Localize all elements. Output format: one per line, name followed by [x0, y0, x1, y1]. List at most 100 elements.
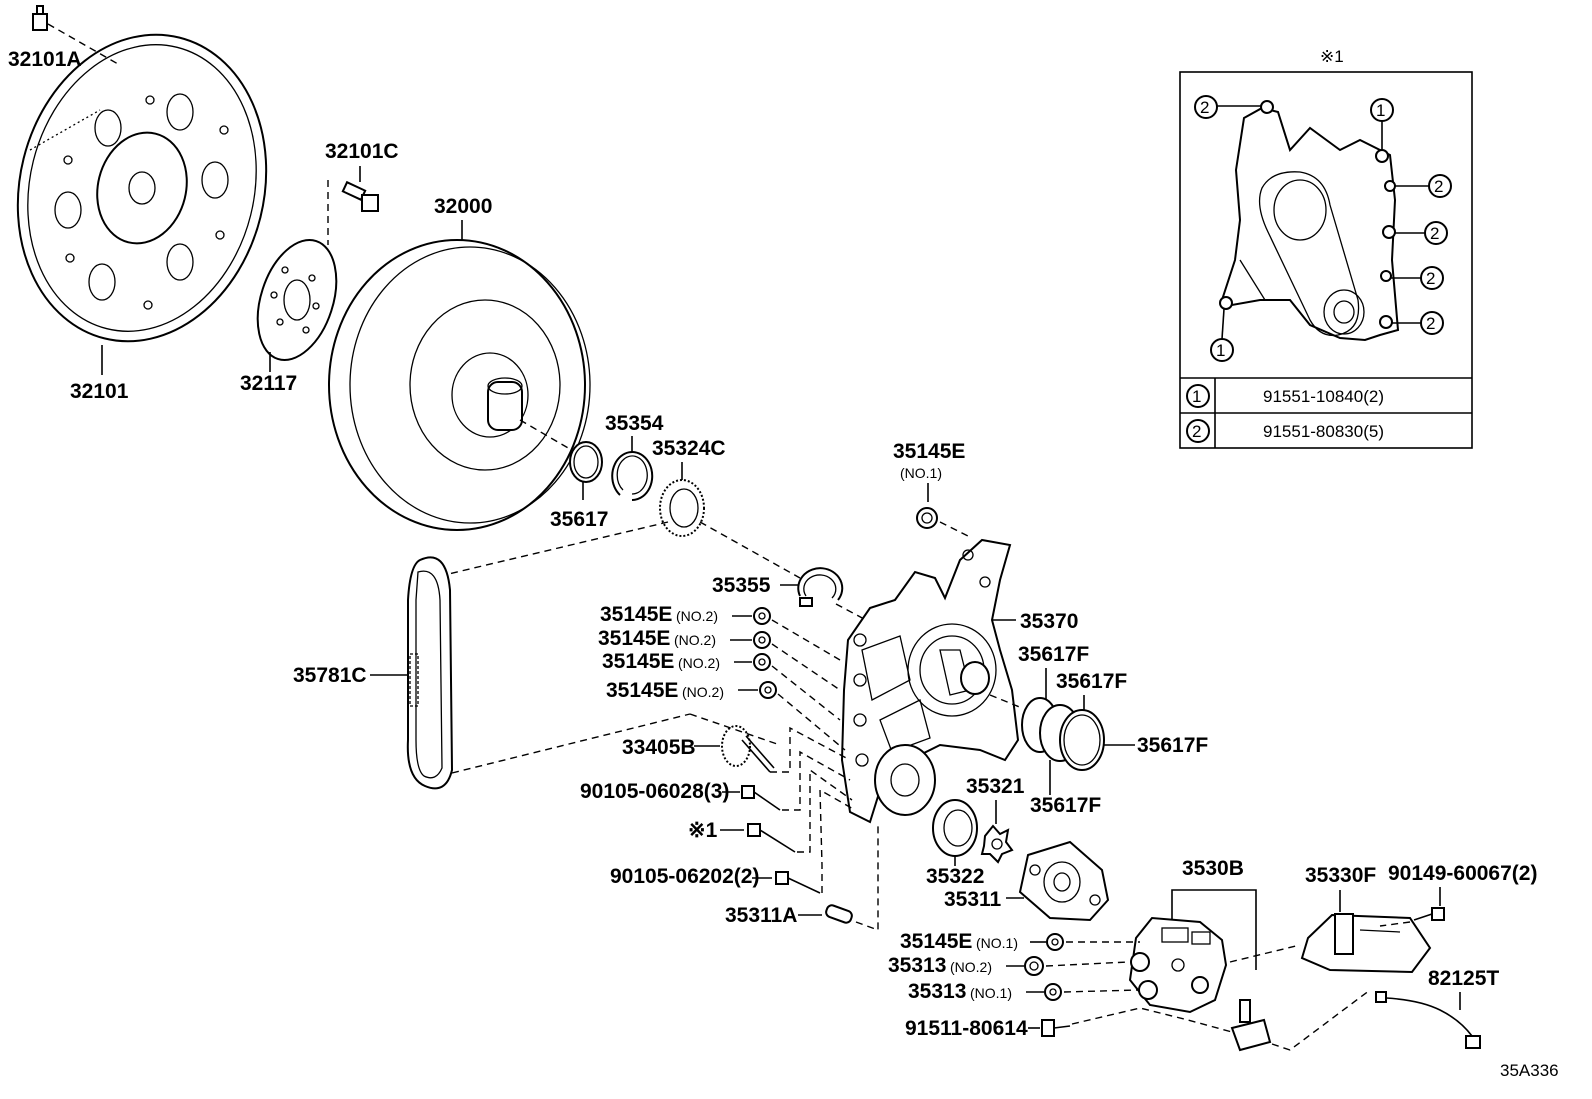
label-35322: 35322 [926, 865, 984, 888]
label-35781C: 35781C [293, 664, 367, 687]
label-35617F-b: 35617F [1056, 670, 1127, 693]
label-35321: 35321 [966, 775, 1025, 798]
svg-text:1: 1 [1376, 101, 1385, 120]
inset-title: ※1 [1320, 47, 1344, 66]
o-rings-35617F[interactable] [1021, 697, 1105, 771]
nut-35145E-d[interactable] [759, 681, 777, 699]
nut-35145E-c[interactable] [753, 653, 771, 671]
label-35370: 35370 [1020, 610, 1078, 633]
inset-row1-part: 91551-10840(2) [1263, 387, 1384, 406]
diagram-code: 35A336 [1500, 1061, 1559, 1080]
o-ring-35617[interactable] [569, 441, 603, 483]
bolt-ref1[interactable] [747, 823, 796, 853]
label-35617F-c: 35617F [1137, 734, 1208, 757]
label-90149-60067: 90149-60067(2) [1388, 862, 1537, 885]
svg-text:2: 2 [1430, 224, 1439, 243]
label-32101A: 32101A [8, 48, 82, 71]
torque-converter-32000[interactable] [328, 239, 591, 531]
inset-callout-2-top: 2 [1194, 95, 1261, 119]
snap-ring-35354[interactable] [611, 451, 654, 502]
label-35145E-low: 35145E [900, 930, 972, 953]
label-35145E-top: 35145E [893, 440, 965, 463]
pump-body-35370[interactable] [840, 538, 1020, 824]
label-32117: 32117 [240, 372, 297, 395]
valve-body-3530B[interactable] [1128, 916, 1228, 1014]
pin-35311A[interactable] [825, 904, 854, 924]
clip-35355[interactable] [797, 567, 844, 607]
label-35330F: 35330F [1305, 864, 1376, 887]
inset-row1-ref: 1 [1192, 387, 1201, 406]
label-35617F-d: 35617F [1030, 794, 1101, 817]
label-35313-a-note: (NO.2) [950, 959, 992, 975]
label-35354: 35354 [605, 412, 664, 435]
label-35145E-c: 35145E [602, 650, 674, 673]
inset-pump-drawing [1219, 100, 1400, 342]
label-32101: 32101 [70, 380, 129, 403]
label-90105-06202: 90105-06202(2) [610, 865, 759, 888]
bolt-90105-06202[interactable] [775, 871, 821, 894]
inset-row2-part: 91551-80830(5) [1263, 422, 1384, 441]
nut-35145E-b[interactable] [753, 631, 771, 649]
nut-35145E-low[interactable] [1046, 933, 1064, 951]
label-35145E-d-note: (NO.2) [682, 684, 724, 700]
bolt-90149-60067[interactable] [1413, 907, 1445, 921]
label-35617: 35617 [550, 508, 608, 531]
label-35145E-b-note: (NO.2) [674, 632, 716, 648]
inset-row2-ref: 2 [1192, 422, 1201, 441]
label-82125T: 82125T [1428, 967, 1499, 990]
inset-ref1: ※1 2 1 [1179, 47, 1473, 449]
label-ref1-bolt: ※1 [688, 819, 718, 842]
svg-text:2: 2 [1434, 177, 1443, 196]
chain-35781C[interactable] [406, 556, 454, 790]
inset-callout-2-d: 2 [1392, 311, 1444, 335]
label-35324C: 35324C [652, 437, 726, 460]
label-33405B: 33405B [622, 736, 696, 759]
label-35145E-d: 35145E [606, 679, 678, 702]
label-35313-a: 35313 [888, 954, 946, 977]
plate-32117[interactable] [244, 230, 351, 370]
bolt-91511-80614[interactable] [1041, 1019, 1071, 1037]
nut-35145E-a[interactable] [753, 607, 771, 625]
plug-35313-no2[interactable] [1024, 956, 1044, 976]
solenoid-3530B[interactable] [1230, 999, 1272, 1052]
label-35145E-c-note: (NO.2) [678, 655, 720, 671]
label-35145E-a: 35145E [600, 603, 672, 626]
label-35311: 35311 [944, 888, 1002, 911]
sprocket-33405B[interactable] [721, 725, 775, 773]
svg-text:2: 2 [1200, 98, 1209, 117]
outer-rotor-35322[interactable] [932, 799, 978, 857]
label-35145E-a-note: (NO.2) [676, 608, 718, 624]
label-32000: 32000 [434, 195, 492, 218]
drive-plate-32101[interactable] [0, 8, 298, 368]
svg-text:2: 2 [1426, 314, 1435, 333]
inset-callout-1-bottom: 1 [1210, 308, 1234, 362]
bolt-32101A[interactable] [32, 5, 48, 31]
inset-callout-2-b: 2 [1395, 221, 1448, 245]
label-35617F-a: 35617F [1018, 643, 1089, 666]
wire-harness-82125T[interactable] [1375, 991, 1481, 1049]
nut-35145E-top[interactable] [916, 507, 938, 529]
label-35313-b: 35313 [908, 980, 966, 1003]
bolt-32101C[interactable] [341, 180, 379, 212]
svg-text:2: 2 [1426, 269, 1435, 288]
plug-35313-no1[interactable] [1044, 983, 1062, 1001]
label-35313-b-note: (NO.1) [970, 985, 1012, 1001]
label-35355: 35355 [712, 574, 771, 597]
label-35145E-b: 35145E [598, 627, 670, 650]
label-35145E-top-note: (NO.1) [900, 465, 942, 481]
inset-callout-2-c: 2 [1391, 266, 1444, 290]
svg-text:1: 1 [1216, 341, 1225, 360]
label-35145E-low-note: (NO.1) [976, 935, 1018, 951]
label-32101C: 32101C [325, 140, 399, 163]
label-3530B: 3530B [1182, 857, 1244, 880]
bolt-90105-06028[interactable] [741, 785, 781, 811]
inner-rotor-35321[interactable] [980, 824, 1014, 864]
strainer-35330F[interactable] [1300, 913, 1432, 974]
inset-callout-1-top: 1 [1370, 98, 1394, 150]
pump-cover-35311[interactable] [1018, 840, 1110, 922]
label-35311A: 35311A [725, 904, 797, 927]
label-90105-06028: 90105-06028(3) [580, 780, 729, 803]
bearing-35324C[interactable] [659, 479, 705, 537]
inset-callout-2-a: 2 [1395, 174, 1452, 198]
